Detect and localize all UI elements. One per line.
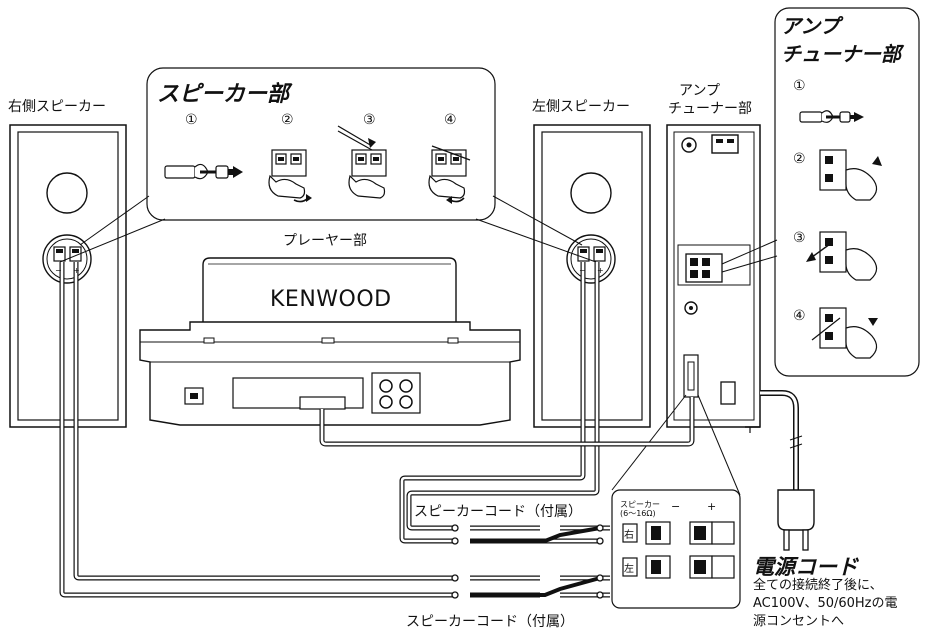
cord-black-bands [470, 526, 601, 597]
terminal-step-2 [268, 149, 312, 203]
right-speaker-label: 右側スピーカー [8, 99, 106, 115]
amp-section-callout [721, 7, 920, 377]
left-speaker-label: 左側スピーカー [532, 99, 630, 115]
kenwood-logo: KENWOOD [270, 287, 392, 312]
power-plug [777, 489, 815, 551]
speaker-section-callout [59, 67, 597, 263]
amp-step-3: ③ [793, 230, 806, 246]
amp-terminal-step-2 [819, 149, 882, 201]
speaker-step-2: ② [281, 112, 294, 128]
speaker-section-title: スピーカー部 [157, 82, 290, 107]
left-speaker-cabinet [533, 124, 651, 428]
speaker-cord-label-bottom: スピーカーコード（付属） [406, 614, 574, 630]
speaker-wires [59, 262, 695, 598]
terminal-left-mark: 左 [624, 564, 634, 575]
player-label: プレーヤー部 [283, 233, 367, 249]
amp-terminal-step-3 [806, 231, 878, 281]
amp-step-1: ① [793, 78, 806, 94]
terminal-plus-sign: + [707, 500, 717, 513]
speaker-step-3: ③ [363, 112, 376, 128]
left-speaker-plus-sign: + [597, 266, 604, 275]
power-cord-note-line2: AC100V、50/60Hzの電 [753, 596, 898, 611]
power-cord-title: 電源コード [753, 555, 858, 579]
amp-terminal-step-4 [811, 307, 878, 359]
terminal-step-4 [428, 145, 471, 204]
right-speaker-cabinet [9, 124, 127, 428]
player-unit [139, 257, 521, 426]
terminal-header-line1: スピーカー [620, 500, 660, 509]
power-cord [720, 381, 803, 490]
terminal-panel [611, 394, 741, 609]
amp-section-title-line1: アンプ [781, 14, 840, 38]
amp-tuner-unit [666, 124, 761, 433]
right-speaker-minus-sign: − [55, 266, 62, 275]
right-speaker-plus-sign: + [73, 266, 80, 275]
cord-connector-tips [451, 524, 604, 599]
speaker-cord-label-top: スピーカーコード（付属） [414, 504, 582, 520]
amp-label-line1: アンプ [679, 83, 721, 99]
terminal-right-mark: 右 [624, 530, 634, 541]
amp-step-4: ④ [793, 308, 806, 324]
terminal-step-3 [337, 125, 387, 199]
speaker-step-4: ④ [444, 112, 457, 128]
terminal-minus-sign: − [671, 500, 681, 513]
left-speaker-minus-sign: − [579, 266, 586, 275]
terminal-header-line2: (6〜16Ω) [620, 509, 656, 518]
amp-section-title-line2: チューナー部 [781, 42, 901, 66]
amp-label-line2: チューナー部 [668, 101, 752, 117]
wire-strip-illustration [164, 163, 243, 180]
power-cord-note-line1: 全ての接続終了後に、 [753, 578, 883, 593]
amp-wire-strip-illustration [799, 110, 864, 123]
amp-step-2: ② [793, 151, 806, 167]
power-cord-note-line3: 源コンセントへ [753, 614, 845, 629]
speaker-step-1: ① [185, 112, 198, 128]
